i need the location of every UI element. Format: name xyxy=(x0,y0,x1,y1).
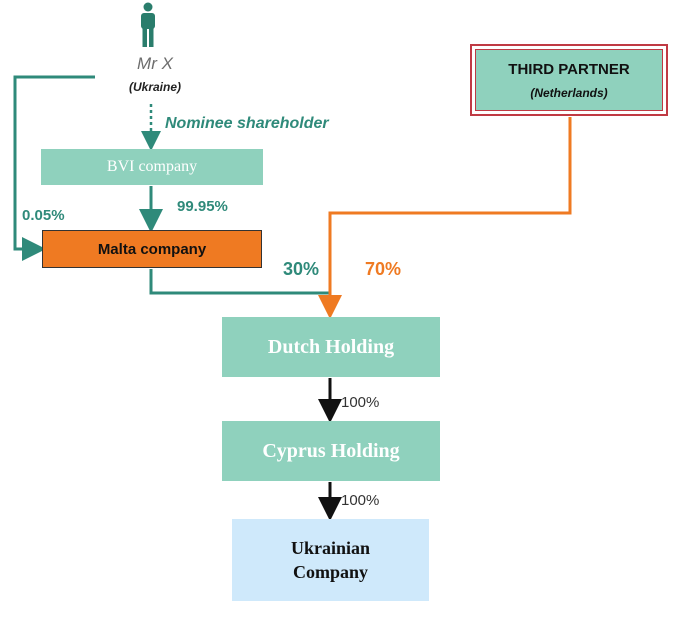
third-dutch-pct: 70% xyxy=(365,259,402,279)
third-partner-inner: THIRD PARTNER (Netherlands) xyxy=(475,49,663,111)
person-name: Mr X xyxy=(137,54,173,73)
malta-to-dutch-line xyxy=(149,269,330,295)
malta-company-label: Malta company xyxy=(97,240,207,258)
mrx-ownership-pct: 0.05% xyxy=(22,207,65,224)
cyprus-ukrainian-pct: 100% xyxy=(341,492,380,509)
bvi-ownership-pct: 99.95% xyxy=(177,198,228,215)
malta-company-box: Malta company xyxy=(42,230,262,268)
nominee-label: Nominee shareholder xyxy=(165,115,329,132)
third-partner-country: (Netherlands) xyxy=(530,85,608,100)
person-country: (Ukraine) xyxy=(128,80,181,94)
ukrainian-company-label-line2: Company xyxy=(292,562,368,582)
dutch-holding-box: Dutch Holding xyxy=(222,317,440,377)
person-icon xyxy=(141,2,155,47)
ukrainian-company-label-line1: Ukrainian xyxy=(290,538,371,558)
dutch-holding-label: Dutch Holding xyxy=(267,335,395,358)
ukrainian-company-box: Ukrainian Company xyxy=(232,519,429,601)
mrx-to-malta-line xyxy=(13,75,95,261)
third-partner-label: THIRD PARTNER xyxy=(508,60,630,78)
bvi-company-label: BVI company xyxy=(106,158,198,175)
dutch-cyprus-pct: 100% xyxy=(341,394,380,411)
third-partner-box: THIRD PARTNER (Netherlands) xyxy=(470,44,668,116)
cyprus-holding-label: Cyprus Holding xyxy=(262,439,400,462)
third-to-dutch-line xyxy=(318,117,572,319)
bvi-company-box: BVI company xyxy=(41,149,263,185)
cyprus-holding-box: Cyprus Holding xyxy=(222,421,440,481)
malta-dutch-pct: 30% xyxy=(283,259,320,279)
